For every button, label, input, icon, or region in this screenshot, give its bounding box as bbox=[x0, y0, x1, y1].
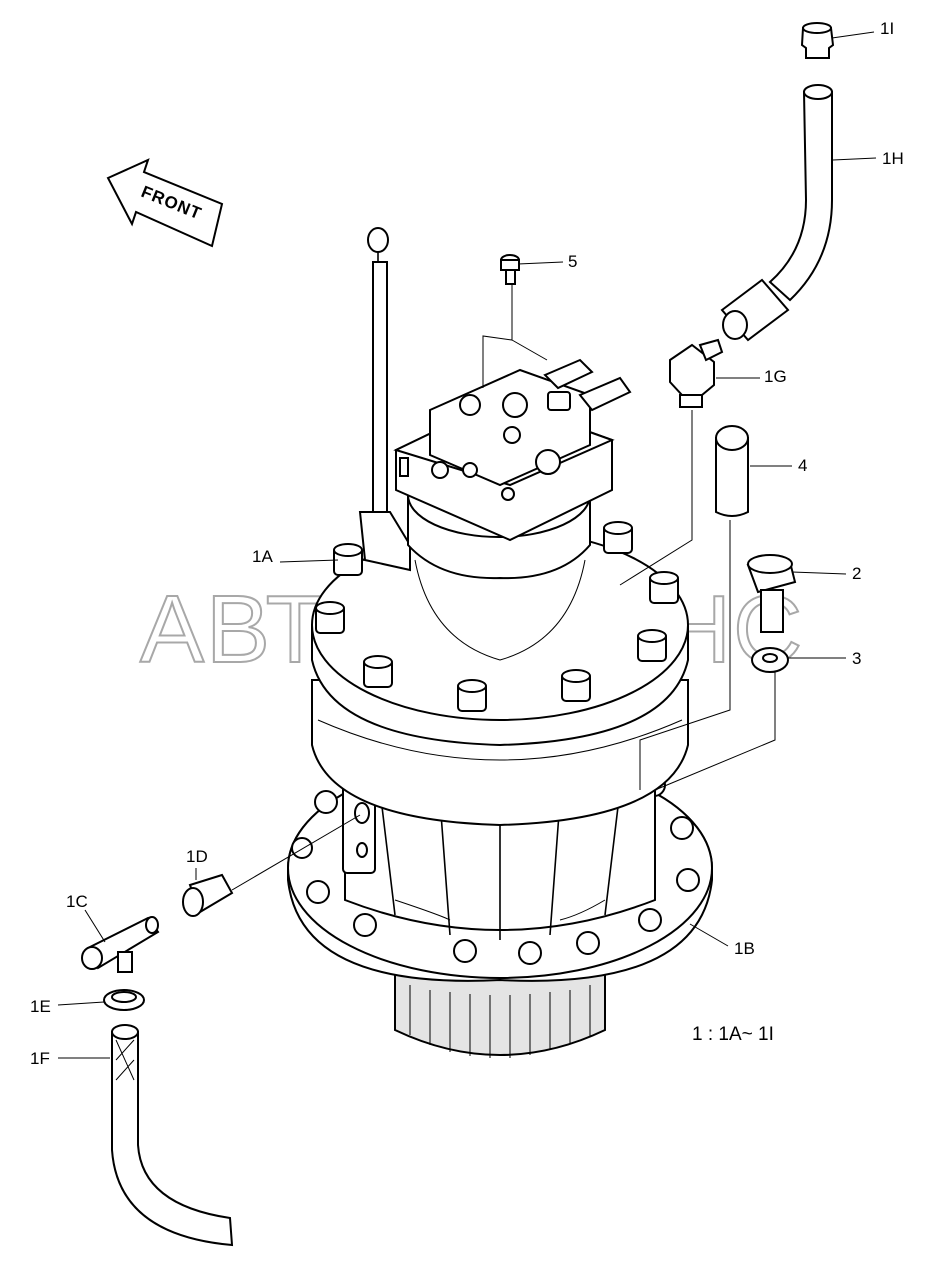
bolt-7 bbox=[649, 571, 679, 604]
leader-lines bbox=[57, 31, 877, 1059]
part-1f-hose bbox=[111, 1024, 234, 1247]
part-1g-elbow bbox=[669, 338, 724, 408]
part-1c-tee bbox=[81, 916, 160, 973]
callout-1e: 1E bbox=[30, 997, 51, 1016]
motor-flange bbox=[311, 529, 689, 747]
callout-1g: 1G bbox=[764, 367, 787, 386]
bolt-8 bbox=[603, 521, 633, 554]
bolt-6 bbox=[637, 629, 667, 662]
bolt-5 bbox=[561, 669, 591, 702]
part-3-washer bbox=[751, 647, 789, 673]
swing-motor-assembly bbox=[287, 227, 713, 1058]
callout-1i: 1I bbox=[880, 19, 894, 38]
callout-1f: 1F bbox=[30, 1049, 50, 1068]
part-1h-hose bbox=[720, 84, 833, 342]
flange-bolts bbox=[315, 521, 679, 712]
callout-1d: 1D bbox=[186, 847, 208, 866]
part-1d-fitting bbox=[182, 873, 234, 917]
bolt-3 bbox=[363, 655, 393, 688]
callout-5: 5 bbox=[568, 252, 577, 271]
part-1e-clamp bbox=[103, 989, 145, 1011]
callout-1a: 1A bbox=[252, 547, 273, 566]
bolt-2 bbox=[315, 601, 345, 634]
pinion-gear bbox=[394, 974, 606, 1058]
bolt-1 bbox=[333, 543, 363, 576]
part-2-bolt bbox=[746, 554, 797, 633]
bolt-4 bbox=[457, 679, 487, 712]
part-5-bolt bbox=[500, 254, 520, 285]
callout-1h: 1H bbox=[882, 149, 904, 168]
callout-1b: 1B bbox=[734, 939, 755, 958]
callout-3: 3 bbox=[852, 649, 861, 668]
front-arrow-icon: FRONT bbox=[106, 158, 224, 248]
part-4-pin bbox=[715, 425, 749, 517]
callout-2: 2 bbox=[852, 564, 861, 583]
callout-1c: 1C bbox=[66, 892, 88, 911]
valve-block bbox=[393, 358, 632, 542]
assembly-note: 1 : 1A~ 1I bbox=[692, 1024, 774, 1045]
part-1i-cap bbox=[800, 22, 835, 59]
level-gauge bbox=[358, 227, 411, 572]
callout-4: 4 bbox=[798, 456, 807, 475]
